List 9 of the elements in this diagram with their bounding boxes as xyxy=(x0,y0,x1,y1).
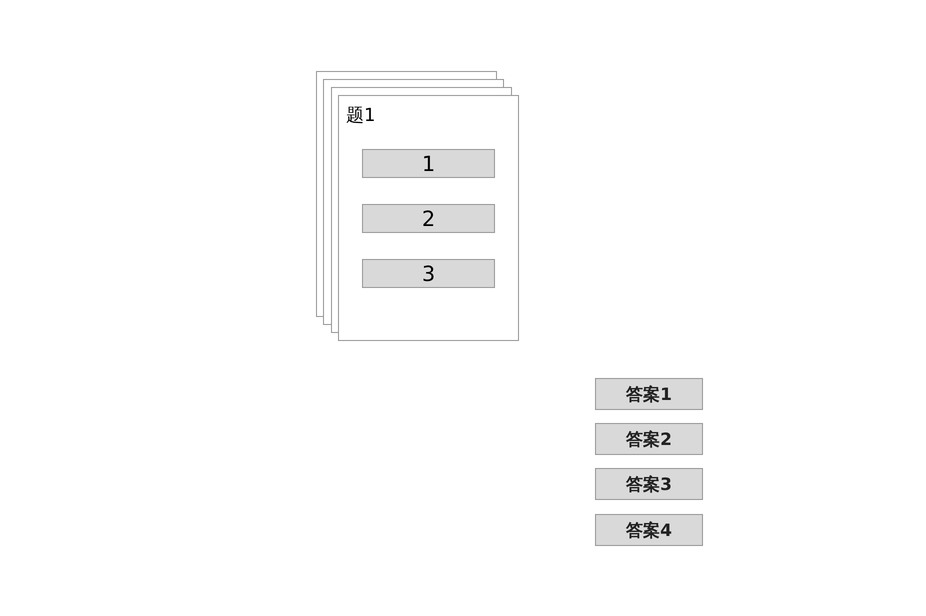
question-card xyxy=(338,95,519,341)
answer-chip: 答案4 xyxy=(595,514,703,546)
question-heading: 题1 xyxy=(346,104,376,127)
answer-chip: 答案3 xyxy=(595,468,703,500)
answer-chip: 答案2 xyxy=(595,423,703,455)
option-bar: 1 xyxy=(362,149,495,178)
option-bar: 3 xyxy=(362,259,495,288)
answer-chip: 答案1 xyxy=(595,378,703,410)
option-bar: 2 xyxy=(362,204,495,233)
